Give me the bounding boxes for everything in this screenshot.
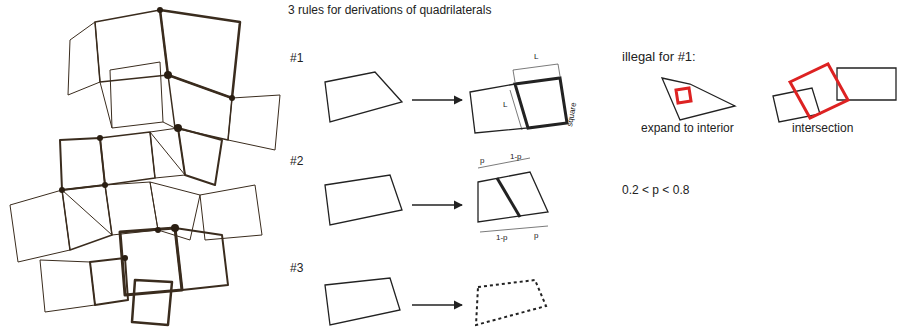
- constraint-note: 0.2 < p < 0.8: [622, 184, 689, 197]
- dimension-label: L: [503, 101, 507, 110]
- diagram-title: 3 rules for derivations of quadrilateral…: [288, 4, 491, 17]
- dimension-label: L: [534, 53, 538, 62]
- caption-label: intersection: [792, 122, 853, 135]
- note: illegal for #1:: [622, 50, 696, 64]
- illegal-squares: [676, 64, 848, 118]
- sketch: [10, 10, 280, 325]
- rule-number: #3: [290, 262, 303, 275]
- sketch-dots: [59, 7, 235, 261]
- caption-label: expand to interior: [641, 122, 734, 135]
- dimension-label: 1-p: [510, 153, 522, 162]
- rule-number: #1: [290, 52, 303, 65]
- rule-figures: [325, 64, 896, 325]
- dimension-label: square: [566, 102, 579, 128]
- dimension-label: p: [480, 157, 484, 166]
- dimension-label: 1-p: [496, 234, 508, 243]
- dimension-label: p: [534, 232, 538, 241]
- rule-number: #2: [290, 155, 303, 168]
